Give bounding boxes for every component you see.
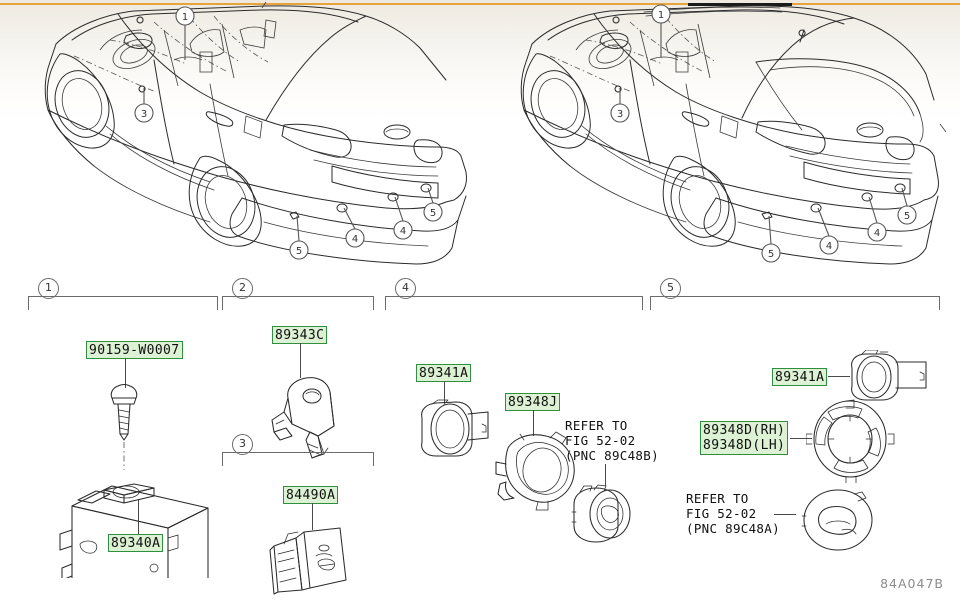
- part-art-group-3: [269, 527, 347, 595]
- leader-89340A: [138, 500, 140, 534]
- figure-code: 84A047B: [880, 576, 944, 591]
- group-number-4: 4: [395, 278, 416, 299]
- group-bracket-2: [222, 296, 374, 310]
- vehicle-illustration-sedan: 1 3 5 4 4 5: [14, 0, 484, 278]
- part-art-retainer-89348J: [495, 431, 575, 511]
- group-bracket-1: [28, 296, 218, 310]
- leader-89343C: [300, 343, 302, 378]
- group-bracket-5: [650, 296, 940, 310]
- refer-note-89c48b: REFER TO FIG 52-02 (PNC 89C48B): [565, 418, 659, 463]
- part-label-89341A-group5[interactable]: 89341A: [772, 368, 828, 386]
- group-number-5: 5: [660, 278, 681, 299]
- part-label-84490A[interactable]: 84490A: [283, 486, 339, 504]
- part-art-sensor-89341A-g4: [421, 399, 489, 457]
- vehicle-illustration-wagon: 1 3 5 4 4 5: [494, 0, 954, 278]
- part-label-89348D-rh: 89348D(RH): [703, 423, 786, 438]
- top-accent-rule: [0, 3, 960, 5]
- svg-text:3: 3: [617, 109, 623, 120]
- svg-text:5: 5: [904, 211, 910, 222]
- svg-text:1: 1: [182, 12, 188, 23]
- part-art-refer-89c48b: [571, 484, 631, 543]
- group-bracket-3: [222, 452, 374, 466]
- part-art-retainer-89348D: [806, 399, 895, 483]
- part-art-refer-89c48a: [801, 489, 873, 551]
- group-number-3: 3: [232, 434, 253, 455]
- parts-breakdown-section: 1 90159-W0007 89340A: [0, 278, 960, 601]
- leader-90159-W0007: [125, 358, 127, 388]
- leader-89348D: [790, 438, 812, 440]
- refer-note-89c48a: REFER TO FIG 52-02 (PNC 89C48A): [686, 491, 780, 536]
- svg-text:4: 4: [352, 234, 358, 245]
- leader-refer-89c48a: [774, 514, 796, 516]
- part-art-group-2: [271, 377, 335, 459]
- svg-text:5: 5: [430, 208, 436, 219]
- part-label-89348J[interactable]: 89348J: [505, 393, 561, 411]
- part-label-90159-W0007[interactable]: 90159-W0007: [86, 341, 183, 359]
- leader-84490A: [312, 503, 314, 530]
- part-label-89341A-group4[interactable]: 89341A: [416, 364, 472, 382]
- callout-group-wagon: 1 3 5 4 4 5: [610, 4, 917, 263]
- svg-text:4: 4: [874, 228, 880, 239]
- part-label-89340A[interactable]: 89340A: [108, 534, 164, 552]
- part-art-group-1: [59, 383, 209, 578]
- part-label-89348D[interactable]: 89348D(RH) 89348D(LH): [700, 421, 789, 455]
- svg-text:4: 4: [826, 241, 832, 252]
- svg-text:5: 5: [768, 249, 774, 260]
- group-number-2: 2: [232, 278, 253, 299]
- svg-text:5: 5: [296, 246, 302, 257]
- leader-refer-89c48b: [605, 464, 607, 486]
- callout-group-sedan: 1 3 5 4 4 5: [134, 6, 443, 260]
- svg-text:4: 4: [400, 226, 406, 237]
- leader-89341A-group5: [828, 376, 850, 378]
- group-number-1: 1: [38, 278, 59, 299]
- leader-89348J: [533, 410, 535, 436]
- part-label-89343C[interactable]: 89343C: [272, 326, 328, 344]
- svg-text:1: 1: [658, 10, 664, 21]
- top-dark-rule-segment: [688, 3, 792, 6]
- part-art-sensor-89341A-g5: [851, 350, 927, 401]
- part-label-89348D-lh: 89348D(LH): [703, 438, 786, 453]
- svg-text:3: 3: [141, 109, 147, 120]
- leader-89341A-group4: [444, 381, 446, 403]
- group-bracket-4: [385, 296, 643, 310]
